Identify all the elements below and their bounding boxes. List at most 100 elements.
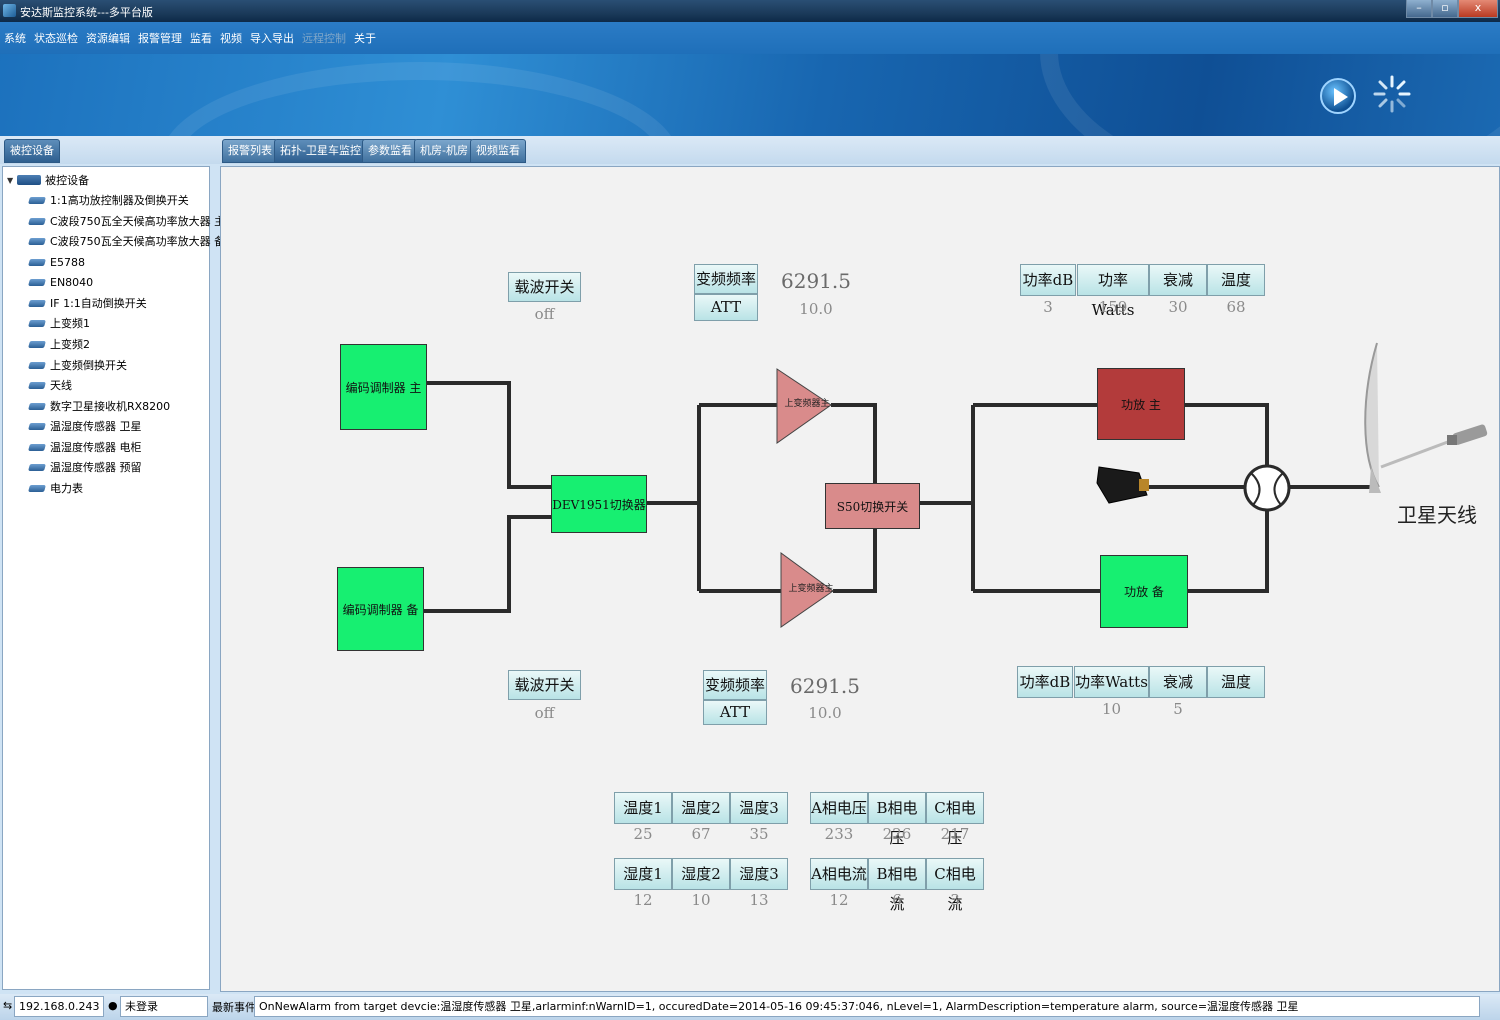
menu-remote-control[interactable]: 远程控制 [302,32,346,45]
tree-item[interactable]: 上变频2 [28,335,90,353]
menu-system[interactable]: 系统 [4,32,26,45]
expand-arrow-icon[interactable]: ▼ [7,175,14,185]
latest-event: OnNewAlarm from target devcie:温湿度传感器 卫星,… [254,996,1480,1017]
pa-bottom-header: 衰减 [1149,666,1207,698]
tree-item[interactable]: E5788 [28,253,85,271]
device-icon [28,258,46,266]
upconverter-main-shape[interactable] [776,368,832,444]
temp-header: 温度2 [672,792,730,824]
carrier-switch-top[interactable]: 载波开关 [508,272,581,302]
tree-item[interactable]: 上变频倒换开关 [28,356,127,374]
pa-main[interactable]: 功放 主 [1097,368,1185,440]
switch-s50[interactable]: S50切换开关 [825,483,920,529]
humid-value: 13 [749,891,769,909]
tree-item[interactable]: 电力表 [28,479,83,497]
tree-item[interactable]: IF 1:1自动倒换开关 [28,294,147,312]
humid-value: 10 [691,891,711,909]
tree-item-label: 上变频2 [50,338,90,351]
device-icon [28,402,46,410]
encoder-main[interactable]: 编码调制器 主 [340,344,427,430]
tree-item[interactable]: 天线 [28,376,72,394]
tree-item[interactable]: 数字卫星接收机RX8200 [28,397,171,415]
window-title: 安达斯监控系统---多平台版 [20,6,153,19]
tab-controlled-devices[interactable]: 被控设备 [4,139,60,163]
tab-machine-room[interactable]: 机房-机房 [414,139,474,163]
pa-bottom-header: 功率dB [1017,666,1073,698]
device-icon [28,484,46,492]
status-bar: ⇆ 192.168.0.243 ● 未登录 最新事件 OnNewAlarm fr… [0,994,1500,1020]
tab-topology-satellite[interactable]: 拓扑-卫星车监控 [274,139,367,163]
tree-item-label: 上变频倒换开关 [50,359,127,372]
volt-value: 233 [824,825,854,843]
upconverter-main-label: 上变频器主 [784,399,830,409]
pa-top-header: 温度 [1207,264,1265,296]
tree-item[interactable]: EN8040 [28,273,94,291]
volt-header: A相电压 [810,792,868,824]
menu-import-export[interactable]: 导入导出 [250,32,294,45]
dummy-load-icon [1096,466,1149,504]
pa-bottom-header: 温度 [1207,666,1265,698]
left-tab-strip: 被控设备 [0,136,214,164]
play-icon[interactable] [1320,78,1356,114]
curr-header: A相电流 [810,858,868,890]
pa-bottom-value: 5 [1173,700,1183,718]
tree-item-label: EN8040 [50,275,94,289]
tree-item-label: C波段750瓦全天候高功率放大器 主 [50,215,226,228]
menu-video[interactable]: 视频 [220,32,242,45]
tree-item-label: 上变频1 [50,317,90,330]
minimize-button[interactable]: – [1406,0,1432,18]
humid-header: 湿度2 [672,858,730,890]
temp-value: 35 [749,825,769,843]
temp-header: 温度3 [730,792,788,824]
att-label-top: ATT [694,294,758,321]
tab-video-monitor[interactable]: 视频监看 [470,139,526,163]
device-icon [28,319,46,327]
device-group-icon [17,175,42,185]
tree-item[interactable]: 温湿度传感器 预留 [28,458,142,476]
tree-item-label: 数字卫星接收机RX8200 [50,400,171,413]
maximize-button[interactable]: ▫ [1432,0,1458,18]
menu-monitor[interactable]: 监看 [190,32,212,45]
device-icon [28,381,46,389]
pa-backup[interactable]: 功放 备 [1100,555,1188,628]
device-icon [28,299,46,307]
tree-item[interactable]: 上变频1 [28,314,90,332]
tree-item-label: IF 1:1自动倒换开关 [50,297,147,310]
tree-item-label: 温湿度传感器 预留 [50,461,142,474]
att-value-bottom: 10.0 [808,704,842,722]
tree-item[interactable]: C波段750瓦全天候高功率放大器 主 [28,212,226,230]
tree-item[interactable]: 温湿度传感器 电柜 [28,438,142,456]
switch-dev1951[interactable]: DEV1951切换器 [551,475,647,533]
menu-status-inspect[interactable]: 状态巡检 [34,32,78,45]
menu-about[interactable]: 关于 [354,32,376,45]
carrier-switch-bottom[interactable]: 载波开关 [508,670,581,700]
loading-spinner-icon [1373,75,1411,113]
menu-resource-edit[interactable]: 资源编辑 [86,32,130,45]
upconverter-backup-shape[interactable] [780,552,834,628]
tab-parameter-monitor[interactable]: 参数监看 [362,139,418,163]
menu-alarm-manage[interactable]: 报警管理 [138,32,182,45]
tree-item-label: 1:1高功放控制器及倒换开关 [50,194,189,207]
title-bar: 安达斯监控系统---多平台版 – ▫ x [0,0,1500,22]
device-icon [28,463,46,471]
curr-value: 12 [829,891,849,909]
freq-value-bottom: 6291.5 [790,674,860,698]
pa-top-value: 30 [1168,298,1188,316]
device-icon [28,422,46,430]
tree-item-label: 电力表 [50,482,83,495]
encoder-backup[interactable]: 编码调制器 备 [337,567,424,651]
temp-value: 67 [691,825,711,843]
temp-header: 温度1 [614,792,672,824]
tree-root[interactable]: ▼ 被控设备 [7,172,89,188]
topology-canvas: 编码调制器 主 编码调制器 备 DEV1951切换器 S50切换开关 功放 主 … [220,166,1500,992]
tree-item-label: E5788 [50,255,85,269]
tab-alarm-list[interactable]: 报警列表 [222,139,278,163]
tree-item[interactable]: 温湿度传感器 卫星 [28,417,142,435]
close-button[interactable]: x [1458,0,1498,18]
tree-item[interactable]: 1:1高功放控制器及倒换开关 [28,191,189,209]
combiner-switch-icon[interactable] [1243,464,1291,512]
satellite-antenna-icon [1364,342,1488,493]
satellite-antenna-label: 卫星天线 [1397,503,1477,527]
tree-item[interactable]: C波段750瓦全天候高功率放大器 备 [28,232,225,250]
device-icon [28,278,46,286]
